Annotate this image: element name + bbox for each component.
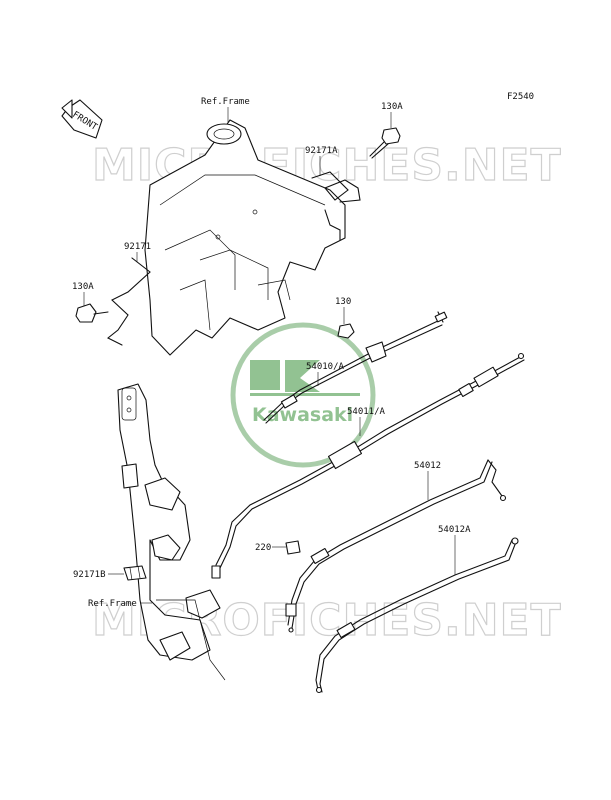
- kawasaki-logo: Kawasaki: [230, 322, 376, 468]
- front-arrow-icon: FRONT: [61, 99, 103, 139]
- part-92171B-clamp: [123, 565, 147, 581]
- part-54012A-cable: [315, 537, 519, 694]
- label-130: 130: [335, 297, 351, 307]
- label-130A-top: 130A: [381, 102, 403, 112]
- label-ref-frame-bottom: Ref.Frame: [88, 599, 137, 609]
- label-130A-left: 130A: [72, 282, 94, 292]
- kawasaki-logo-text: Kawasaki: [252, 404, 353, 426]
- part-92171A-clamp: [311, 171, 361, 241]
- label-220: 220: [255, 543, 271, 553]
- label-54010A: 54010/A: [306, 362, 345, 372]
- part-54012-cable: [285, 459, 507, 633]
- frame-lower-section: [117, 383, 226, 681]
- frame-head-section: [144, 119, 346, 356]
- figure-code: F2540: [507, 92, 534, 102]
- label-92171: 92171: [124, 242, 151, 252]
- part-220-fitting: [285, 540, 301, 555]
- label-54011A: 54011/A: [347, 407, 386, 417]
- label-92171B: 92171B: [73, 570, 106, 580]
- part-54010A-cable: [263, 311, 448, 424]
- label-ref-frame-top: Ref.Frame: [201, 97, 250, 107]
- part-130-bolt: [337, 323, 355, 339]
- part-130A-bolt-left: [75, 303, 109, 323]
- part-130A-bolt-top: [369, 127, 401, 159]
- label-92171A: 92171A: [305, 146, 338, 156]
- label-54012A: 54012A: [438, 525, 471, 535]
- label-54012: 54012: [414, 461, 441, 471]
- part-92171-clip: [106, 257, 151, 346]
- part-54011A-cable: [211, 352, 525, 579]
